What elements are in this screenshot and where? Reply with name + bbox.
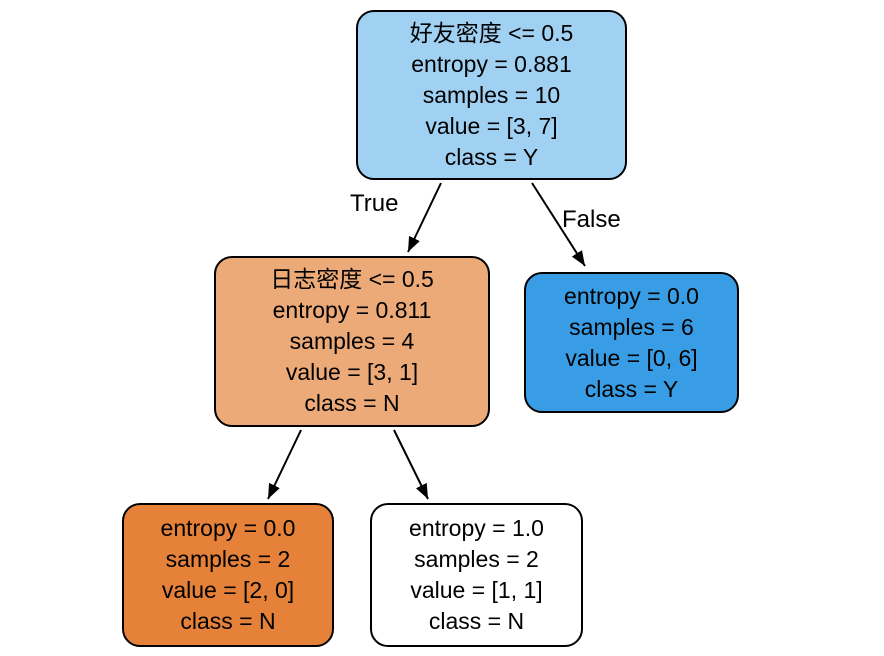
node-entropy: entropy = 0.881 bbox=[411, 50, 572, 77]
node-entropy: entropy = 0.811 bbox=[272, 297, 432, 323]
node-class: class = Y bbox=[444, 143, 539, 170]
node-class: class = N bbox=[180, 608, 276, 634]
tree-node-right: entropy = 0.0 samples = 6 value = [0, 6]… bbox=[524, 272, 739, 413]
node-entropy: entropy = 0.0 bbox=[564, 282, 699, 309]
node-samples: samples = 4 bbox=[289, 328, 415, 354]
tree-node-left: 日志密度 <= 0.5 entropy = 0.811 samples = 4 … bbox=[214, 256, 490, 427]
node-value: value = [1, 1] bbox=[410, 577, 543, 603]
tree-node-leaf-left: entropy = 0.0 samples = 2 value = [2, 0]… bbox=[122, 503, 334, 647]
node-class: class = N bbox=[304, 390, 400, 416]
node-class: class = Y bbox=[584, 375, 679, 402]
edge-label-true: True bbox=[350, 190, 399, 217]
node-samples: samples = 2 bbox=[414, 546, 539, 572]
node-value: value = [0, 6] bbox=[565, 344, 698, 371]
node-value: value = [3, 1] bbox=[285, 359, 419, 385]
node-value: value = [2, 0] bbox=[161, 577, 295, 603]
edge-left-false-arrow bbox=[393, 429, 429, 500]
node-split-condition: 好友密度 <= 0.5 bbox=[409, 19, 574, 46]
edge-label-false: False bbox=[562, 206, 621, 233]
node-samples: samples = 2 bbox=[165, 546, 291, 572]
tree-node-leaf-right: entropy = 1.0 samples = 2 value = [1, 1]… bbox=[370, 503, 583, 647]
node-value: value = [3, 7] bbox=[425, 112, 558, 139]
node-samples: samples = 10 bbox=[422, 81, 561, 108]
edge-true-arrow bbox=[407, 182, 442, 253]
node-split-condition: 日志密度 <= 0.5 bbox=[270, 266, 434, 292]
node-entropy: entropy = 1.0 bbox=[409, 515, 544, 541]
node-class: class = N bbox=[428, 608, 525, 634]
tree-node-root: 好友密度 <= 0.5 entropy = 0.881 samples = 10… bbox=[356, 10, 627, 180]
edge-left-true-arrow bbox=[267, 429, 302, 500]
node-samples: samples = 6 bbox=[569, 313, 694, 340]
node-entropy: entropy = 0.0 bbox=[160, 515, 296, 541]
